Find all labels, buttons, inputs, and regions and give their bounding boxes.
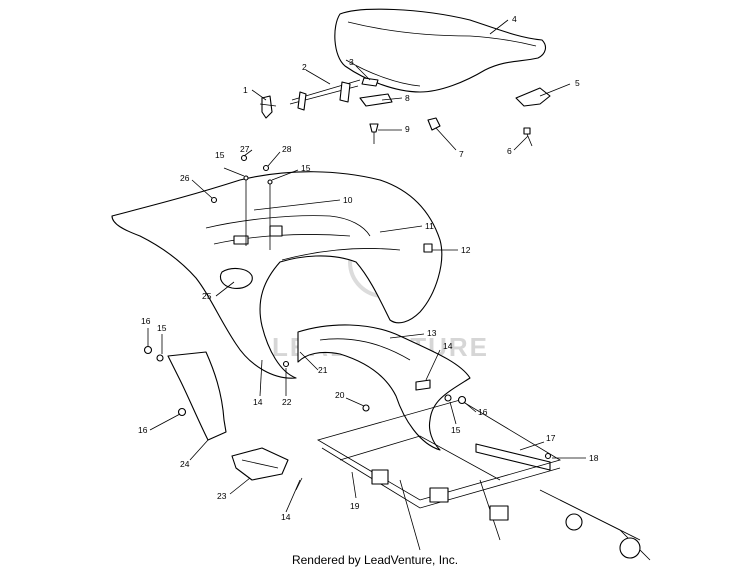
callout-15-b: 15 — [301, 163, 311, 173]
callout-24: 24 — [180, 459, 190, 469]
callout-25: 25 — [202, 291, 212, 301]
callout-15-a: 15 — [215, 150, 225, 160]
callout-22: 22 — [282, 397, 292, 407]
callout-2: 2 — [302, 62, 307, 72]
callout-11: 11 — [425, 221, 434, 231]
callout-27: 27 — [240, 144, 250, 154]
callout-15-d: 15 — [451, 425, 461, 435]
fasteners — [143, 154, 552, 491]
callout-14-b: 14 — [253, 397, 263, 407]
rear-fender — [111, 171, 443, 379]
callout-6: 6 — [507, 146, 512, 156]
callout-5: 5 — [575, 78, 580, 88]
footer-credit: Rendered by LeadVenture, Inc. — [291, 553, 459, 567]
callout-7: 7 — [459, 149, 464, 159]
callout-1: 1 — [243, 85, 248, 95]
callout-16-c: 16 — [478, 407, 488, 417]
mud-flap — [167, 351, 227, 441]
callout-16-a: 16 — [141, 316, 151, 326]
callout-4: 4 — [512, 14, 517, 24]
callout-14-a: 14 — [443, 341, 453, 351]
callout-8: 8 — [405, 93, 410, 103]
callout-10: 10 — [343, 195, 353, 205]
seat — [334, 8, 547, 93]
callout-18: 18 — [589, 453, 599, 463]
callout-labels: 1 2 3 4 5 6 7 8 9 10 11 12 13 14 14 14 1… — [138, 14, 599, 522]
frame — [316, 399, 651, 561]
callout-28: 28 — [282, 144, 292, 154]
callout-20: 20 — [335, 390, 345, 400]
callout-12: 12 — [461, 245, 471, 255]
callout-13: 13 — [427, 328, 437, 338]
callout-21: 21 — [318, 365, 328, 375]
seat-latch-parts — [259, 77, 551, 147]
callout-9: 9 — [405, 124, 410, 134]
callout-26: 26 — [180, 173, 190, 183]
footrest-bracket — [231, 447, 289, 481]
callout-17: 17 — [546, 433, 556, 443]
callout-19: 19 — [350, 501, 360, 511]
callout-3: 3 — [349, 57, 354, 67]
leader-lines — [147, 19, 586, 513]
callout-15-c: 15 — [157, 323, 167, 333]
fender-extension — [297, 324, 471, 451]
bracket — [475, 443, 551, 471]
callout-14-c: 14 — [281, 512, 291, 522]
callout-16-b: 16 — [138, 425, 148, 435]
callout-23: 23 — [217, 491, 227, 501]
